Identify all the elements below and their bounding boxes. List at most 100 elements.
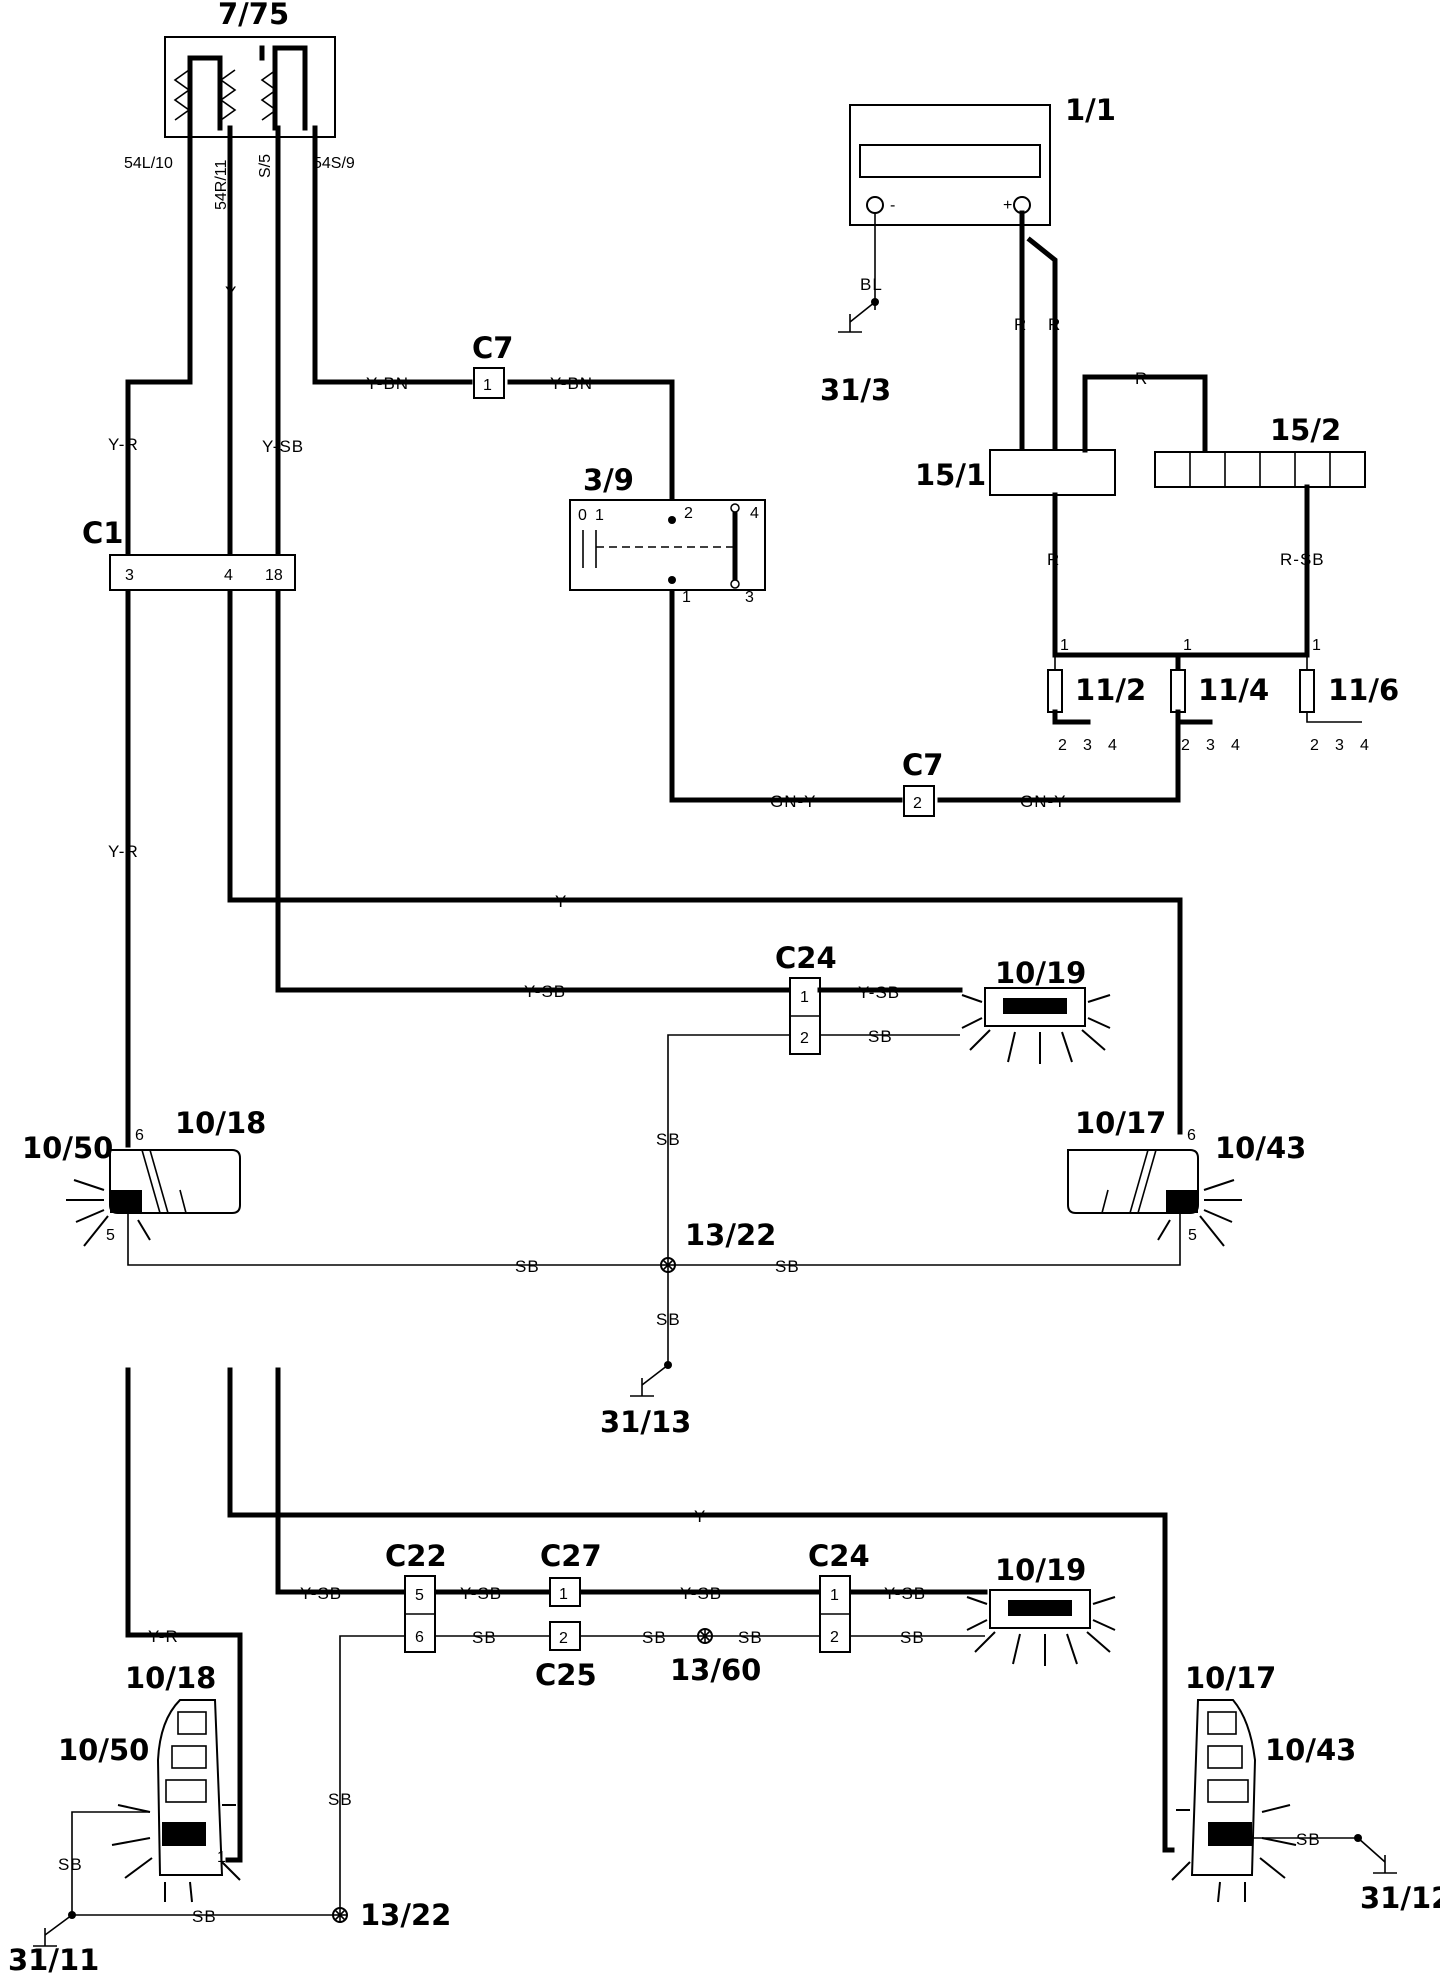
svg-text:2: 2 [1181, 737, 1190, 754]
svg-text:3: 3 [125, 567, 134, 584]
wire-label-r-1: R [1014, 315, 1027, 334]
wire-label-sb-12: SB [58, 1855, 83, 1874]
wire-label-gn-y-2: GN-Y [1020, 792, 1067, 811]
pin-54r-11: 54R/11 [213, 159, 230, 210]
connector-c22-label: C22 [385, 1539, 447, 1573]
lamp-10-43-label-top: 10/43 [1215, 1131, 1306, 1165]
wire-label-r-sb: R-SB [1280, 550, 1325, 569]
wire-label-y-sb-7: Y-SB [884, 1584, 926, 1603]
switch-7-75 [164, 36, 336, 138]
connector-c7-pin-2: 2 [903, 785, 935, 817]
svg-text:1: 1 [682, 589, 691, 606]
wire-label-y-2: Y [555, 892, 567, 911]
svg-text:2: 2 [559, 1630, 568, 1647]
connector-c22: 5 6 [404, 1575, 436, 1653]
wire-label-y-3: Y [694, 1507, 706, 1526]
svg-text:6: 6 [415, 1629, 424, 1646]
fuse-11-2: 1 2 3 4 [1047, 637, 1117, 754]
lamp-10-17-label-top: 10/17 [1075, 1106, 1166, 1140]
wire-label-sb-1: SB [868, 1027, 893, 1046]
svg-text:4: 4 [1360, 737, 1369, 754]
wire-label-y-sb-2: Y-SB [524, 982, 566, 1001]
svg-text:1: 1 [1312, 637, 1321, 654]
svg-text:1: 1 [595, 507, 604, 524]
svg-text:6: 6 [135, 1127, 144, 1144]
wire-label-sb-2: SB [656, 1130, 681, 1149]
lamp-left-top: 6 5 [66, 1127, 668, 1266]
wire-label-sb-13: SB [192, 1907, 217, 1926]
svg-text:1: 1 [483, 377, 492, 394]
connector-c24-bottom: 1 2 [819, 1575, 851, 1653]
svg-text:4: 4 [1231, 737, 1240, 754]
svg-text:2: 2 [913, 795, 922, 812]
connector-c27: 1 [549, 1577, 581, 1607]
svg-text:6: 6 [1187, 1127, 1196, 1144]
lamp-10-50-label-bottom: 10/50 [58, 1733, 149, 1767]
wire-label-y-r-3: Y-R [148, 1627, 179, 1646]
splice-13-60-label: 13/60 [670, 1653, 761, 1687]
svg-text:3: 3 [1083, 737, 1092, 754]
wire-label-gn-y-1: GN-Y [770, 792, 817, 811]
lamp-10-50-label-top: 10/50 [22, 1131, 113, 1165]
ground-31-11 [33, 1911, 76, 1947]
wire-label-y-sb-4: Y-SB [300, 1584, 342, 1603]
wire-label-y-bn-1: Y-BN [366, 374, 409, 393]
splice-13-22-top [660, 1257, 676, 1365]
ground-31-13-label: 31/13 [600, 1405, 691, 1439]
lamp-10-18-label-top: 10/18 [175, 1106, 266, 1140]
lamp-10-43-label-bottom: 10/43 [1265, 1733, 1356, 1767]
fusebox-15-1 [989, 374, 1208, 653]
splice-13-60 [697, 1628, 713, 1644]
pin-54l-10: 54L/10 [124, 155, 173, 172]
svg-text:2: 2 [830, 1629, 839, 1646]
pin-s-5: S/5 [257, 154, 274, 178]
switch-3-9-label: 3/9 [583, 463, 634, 497]
svg-text:18: 18 [265, 567, 283, 584]
ground-31-12 [1354, 1834, 1397, 1874]
wire-label-y-sb-1: Y-SB [262, 437, 304, 456]
lamp-10-19-label-top: 10/19 [995, 956, 1086, 990]
lamp-right-bottom [1171, 1699, 1297, 1903]
ground-31-13 [630, 1361, 672, 1397]
svg-text:1: 1 [1183, 637, 1192, 654]
svg-text:2: 2 [1310, 737, 1319, 754]
ground-31-3-label: 31/3 [820, 373, 891, 407]
connector-c24-label-bottom: C24 [808, 1539, 870, 1573]
connector-c25-label: C25 [535, 1658, 597, 1692]
switch-3-9: 0 1 2 4 1 3 [569, 499, 766, 606]
wire-label-y-sb-5: Y-SB [460, 1584, 502, 1603]
svg-text:0: 0 [578, 507, 587, 524]
wire-label-r-4: R [1047, 550, 1060, 569]
fusebox-15-2-label: 15/2 [1270, 413, 1341, 447]
wire-label-y-r-2: Y-R [108, 842, 139, 861]
connector-c24-label-top: C24 [775, 941, 837, 975]
wire-label-sb-4: SB [775, 1257, 800, 1276]
connector-c7-label-b: C7 [902, 748, 943, 782]
wire-label-y-r-1: Y-R [108, 435, 139, 454]
ground-31-12-label: 31/12 [1360, 1881, 1440, 1915]
wire-label-bl: BL [860, 275, 883, 294]
svg-text:5: 5 [415, 1587, 424, 1604]
pin-54s-9: 54S/9 [313, 155, 355, 172]
wire-label-sb-5: SB [656, 1310, 681, 1329]
connector-c1: 3 4 18 [109, 554, 296, 591]
svg-text:1: 1 [800, 989, 809, 1006]
connector-c24-top: 1 2 [667, 977, 963, 1265]
fusebox-15-2 [1052, 451, 1366, 658]
lamp-10-19-label-bottom: 10/19 [995, 1553, 1086, 1587]
wire-label-sb-8: SB [738, 1628, 763, 1647]
fuse-11-6-label: 11/6 [1328, 673, 1399, 707]
wire-label-sb-6: SB [472, 1628, 497, 1647]
switch-7-75-label: 7/75 [218, 0, 289, 31]
svg-text:5: 5 [1188, 1227, 1197, 1244]
ground-31-3 [838, 298, 879, 333]
connector-c27-label: C27 [540, 1539, 602, 1573]
connector-c7-label-a: C7 [472, 331, 513, 365]
lamp-10-17-label-bottom: 10/17 [1185, 1661, 1276, 1695]
svg-text:-: - [890, 197, 895, 214]
wire-label-sb-3: SB [515, 1257, 540, 1276]
wire-label-sb-9: SB [900, 1628, 925, 1647]
lamp-left-bottom: 1 [111, 1699, 241, 1903]
svg-text:4: 4 [224, 567, 233, 584]
